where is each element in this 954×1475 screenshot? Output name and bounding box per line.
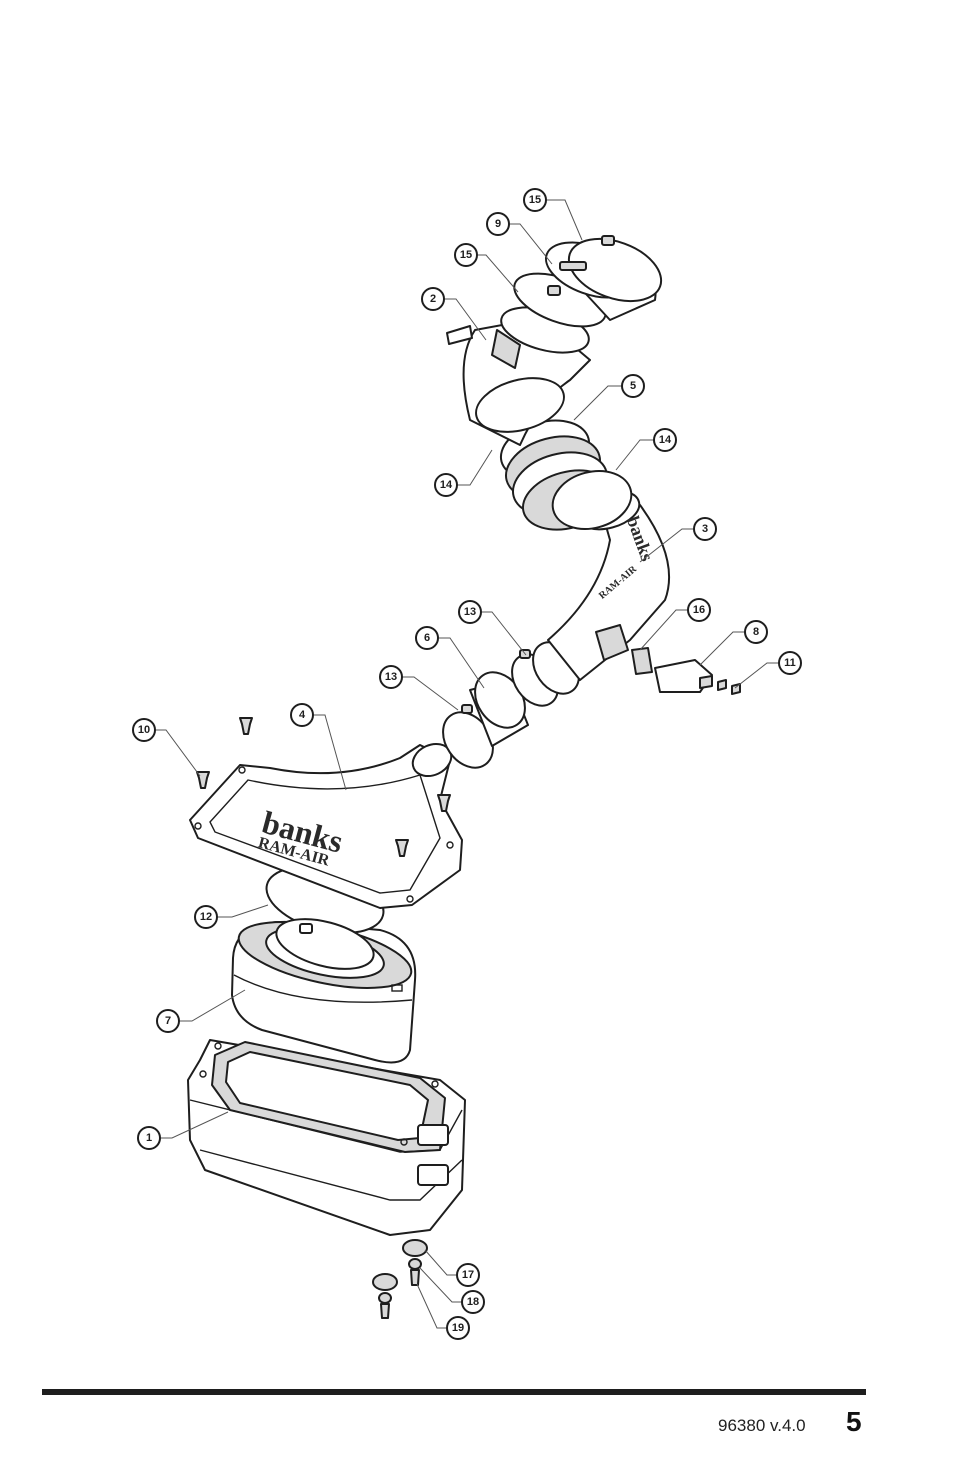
callout-10: 10 bbox=[132, 718, 156, 742]
svg-text:13: 13 bbox=[385, 671, 397, 683]
callout-14-left: 14 bbox=[434, 473, 458, 497]
svg-text:1: 1 bbox=[146, 1132, 152, 1144]
svg-text:13: 13 bbox=[464, 606, 476, 618]
callout-11: 11 bbox=[778, 651, 802, 675]
svg-text:7: 7 bbox=[165, 1015, 171, 1027]
svg-text:3: 3 bbox=[702, 523, 708, 535]
svg-text:10: 10 bbox=[138, 724, 150, 736]
callout-13-lower: 13 bbox=[379, 665, 403, 689]
footer-rule bbox=[42, 1389, 866, 1395]
callout-3: 3 bbox=[693, 517, 717, 541]
bottom-hardware bbox=[372, 1239, 428, 1319]
upper-elbow bbox=[446, 306, 591, 446]
svg-text:19: 19 bbox=[452, 1322, 464, 1334]
svg-text:14: 14 bbox=[659, 434, 672, 446]
callout-18: 18 bbox=[461, 1290, 485, 1314]
svg-text:11: 11 bbox=[784, 657, 796, 669]
page-number: 5 bbox=[846, 1406, 862, 1437]
callout-15: 15 bbox=[454, 243, 478, 267]
svg-text:9: 9 bbox=[495, 218, 501, 230]
svg-text:14: 14 bbox=[440, 479, 453, 491]
svg-text:15: 15 bbox=[460, 249, 472, 261]
svg-text:16: 16 bbox=[693, 604, 705, 616]
svg-text:6: 6 bbox=[424, 632, 430, 644]
callout-19: 19 bbox=[446, 1316, 470, 1340]
svg-text:4: 4 bbox=[299, 709, 306, 721]
callout-4: 4 bbox=[290, 703, 314, 727]
callout-12: 12 bbox=[194, 905, 218, 929]
airbox-lid: banks RAM-AIR bbox=[189, 742, 463, 909]
callout-7: 7 bbox=[156, 1009, 180, 1033]
leader-lines bbox=[155, 199, 779, 1329]
callout-15-top: 15 bbox=[523, 188, 547, 212]
callout-8: 8 bbox=[744, 620, 768, 644]
document-version: 96380 v.4.0 bbox=[718, 1416, 806, 1435]
callout-14-right: 14 bbox=[653, 428, 677, 452]
callout-9: 9 bbox=[486, 212, 510, 236]
snout-and-clamps bbox=[513, 235, 663, 328]
fasteners bbox=[196, 717, 451, 857]
sensor-assembly bbox=[631, 647, 741, 695]
svg-text:2: 2 bbox=[430, 293, 436, 305]
bellows-coupler bbox=[499, 419, 633, 531]
callout-1: 1 bbox=[137, 1126, 161, 1150]
svg-text:12: 12 bbox=[200, 911, 212, 923]
svg-text:15: 15 bbox=[529, 194, 541, 206]
callout-2: 2 bbox=[421, 287, 445, 311]
callout-17: 17 bbox=[456, 1263, 480, 1287]
svg-text:5: 5 bbox=[630, 380, 636, 392]
callout-5: 5 bbox=[621, 374, 645, 398]
callout-16: 16 bbox=[687, 598, 711, 622]
flange-ring bbox=[265, 866, 385, 970]
callout-13-upper: 13 bbox=[458, 600, 482, 624]
svg-text:8: 8 bbox=[753, 626, 759, 638]
callout-6: 6 bbox=[415, 626, 439, 650]
svg-text:18: 18 bbox=[467, 1296, 479, 1308]
airbox-base bbox=[187, 1039, 466, 1236]
svg-text:17: 17 bbox=[462, 1269, 474, 1281]
